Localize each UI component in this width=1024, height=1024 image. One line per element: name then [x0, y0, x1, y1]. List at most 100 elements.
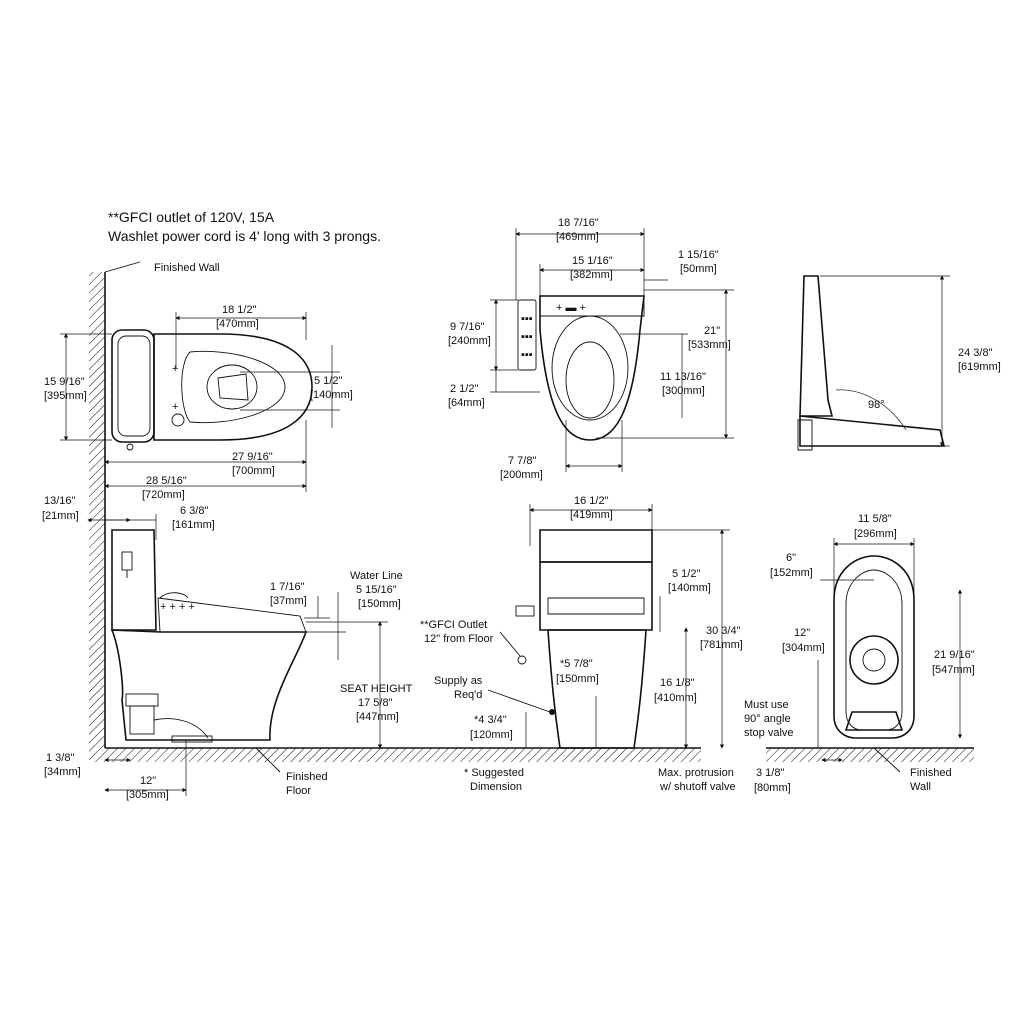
dim-17-5-8: 17 5/8" — [358, 697, 393, 709]
dim-angle-98: 98° — [868, 399, 885, 411]
dim-3-1-8: 3 1/8" — [756, 767, 784, 779]
dim-7-7-8-mm: [200mm] — [500, 469, 543, 481]
dim-11-5-8-mm: [296mm] — [854, 528, 897, 540]
svg-text:▪▪▪: ▪▪▪ — [521, 313, 533, 325]
seat-base — [799, 415, 946, 447]
dim-4-3-4: *4 3/4" — [474, 714, 507, 726]
note-power-cord: Washlet power cord is 4' long with 3 pro… — [108, 228, 381, 244]
dim-13-16: 13/16" — [44, 495, 76, 507]
dim-9-7-16: 9 7/16" — [450, 321, 485, 333]
svg-text:+ ▬ +: + ▬ + — [556, 302, 586, 314]
dim-27-9-16: 27 9/16" — [232, 451, 273, 463]
supply-point — [549, 709, 555, 715]
label-must-use-2: 90° angle — [744, 713, 791, 725]
dim-13-16-mm: [21mm] — [42, 510, 79, 522]
dim-30-3-4: 30 3/4" — [706, 625, 741, 637]
dim-16-1-8-mm: [410mm] — [654, 692, 697, 704]
dim-15-9-16-mm: [395mm] — [44, 390, 87, 402]
dim-5-15-16: 5 15/16" — [356, 584, 397, 596]
label-water-line: Water Line — [350, 570, 403, 582]
dim-12-side-mm: [305mm] — [126, 789, 169, 801]
dim-9-7-16-mm: [240mm] — [448, 335, 491, 347]
wall-hatch — [89, 272, 105, 748]
dim-24-3-8-mm: [619mm] — [958, 361, 1001, 373]
remote-side — [515, 605, 535, 617]
label-finished-wall: Finished Wall — [154, 262, 220, 274]
label-supply-1: Supply as — [434, 675, 483, 687]
dim-28-5-16-mm: [720mm] — [142, 489, 185, 501]
label-suggested-2: Dimension — [470, 781, 522, 793]
dim-3-1-8-mm: [80mm] — [754, 782, 791, 794]
dim-12-side: 12" — [140, 775, 156, 787]
lid-raised — [799, 275, 834, 417]
side-view: + + + + 13/16" [21mm] 6 3/8" [161mm] 1 7… — [42, 495, 701, 801]
label-finished-floor-1: Finished — [286, 771, 328, 783]
dim-17-5-8-mm: [447mm] — [356, 711, 399, 723]
rear-floor-hatch — [766, 748, 974, 762]
label-max-protrusion-2: w/ shutoff valve — [659, 781, 736, 793]
dim-5-1-2-front: 5 1/2" — [672, 568, 700, 580]
dim-6: 6" — [786, 552, 796, 564]
label-supply-2: Req'd — [454, 689, 482, 701]
dim-1-15-16: 1 15/16" — [678, 249, 719, 261]
svg-text:▪▪▪: ▪▪▪ — [521, 331, 533, 343]
dim-12-rear-mm: [304mm] — [782, 642, 825, 654]
dim-21-9-16: 21 9/16" — [934, 649, 975, 661]
dim-5-1-2-front-mm: [140mm] — [668, 582, 711, 594]
tank-front — [539, 529, 653, 563]
seat-front — [539, 561, 653, 631]
dim-6-3-8-mm: [161mm] — [172, 519, 215, 531]
label-seat-height: SEAT HEIGHT — [340, 683, 413, 695]
dim-1-3-8: 1 3/8" — [46, 752, 74, 764]
bowl-front — [547, 629, 647, 749]
gfci-outlet — [517, 655, 527, 665]
label-finished-wall-rear-1: Finished — [910, 767, 952, 779]
label-gfci-height: 12" from Floor — [424, 633, 494, 645]
tank-side — [111, 529, 157, 631]
dim-1-7-16: 1 7/16" — [270, 581, 305, 593]
svg-text:+: + — [172, 401, 178, 413]
dim-4-3-4-mm: [120mm] — [470, 729, 513, 741]
svg-text:▪▪▪: ▪▪▪ — [521, 349, 533, 361]
label-max-protrusion-1: Max. protrusion — [658, 767, 734, 779]
dim-2-1-2-mm: [64mm] — [448, 397, 485, 409]
dim-16-1-8: 16 1/8" — [660, 677, 695, 689]
svg-text:+: + — [172, 363, 178, 375]
dim-6-mm: [152mm] — [770, 567, 813, 579]
rear-mount — [844, 711, 904, 731]
dim-15-9-16: 15 9/16" — [44, 376, 85, 388]
dim-30-3-4-mm: [781mm] — [700, 639, 743, 651]
dim-21-mm: [533mm] — [688, 339, 731, 351]
dim-1-3-8-mm: [34mm] — [44, 766, 81, 778]
dim-18-7-16: 18 7/16" — [558, 217, 599, 229]
svg-text:+ + + +: + + + + — [160, 601, 195, 613]
top-view: Finished Wall + + 18 1/2" [470mm] 15 9/1… — [44, 261, 353, 748]
remote-control — [517, 299, 537, 371]
seat-outline — [539, 295, 645, 441]
bowl-top — [153, 333, 313, 441]
outlet-flange — [849, 635, 899, 685]
dim-24-3-8: 24 3/8" — [958, 347, 993, 359]
dim-18-1-2: 18 1/2" — [222, 304, 257, 316]
bowl-rear — [833, 555, 915, 739]
label-must-use-1: Must use — [744, 699, 789, 711]
dim-21-9-16-mm: [547mm] — [932, 664, 975, 676]
dim-21: 21" — [704, 325, 720, 337]
dim-16-1-2: 16 1/2" — [574, 495, 609, 507]
dim-7-7-8: 7 7/8" — [508, 455, 536, 467]
dim-11-13-16: 11 13/16" — [660, 371, 706, 383]
label-must-use-3: stop valve — [744, 727, 794, 739]
label-finished-floor-2: Floor — [286, 785, 311, 797]
dim-28-5-16: 28 5/16" — [146, 475, 187, 487]
front-view: 16 1/2" [419mm] 5 1/2" [140mm] 30 3/4" [… — [420, 495, 743, 793]
seat-side-view: 24 3/8" [619mm] 98° — [797, 275, 1001, 451]
dim-16-1-2-mm: [419mm] — [570, 509, 613, 521]
label-gfci-outlet: **GFCI Outlet — [420, 619, 487, 631]
dim-1-7-16-mm: [37mm] — [270, 595, 307, 607]
dim-27-9-16-mm: [700mm] — [232, 465, 275, 477]
floor-hatch — [89, 748, 701, 762]
dim-18-1-2-mm: [470mm] — [216, 318, 259, 330]
dim-15-1-16-mm: [382mm] — [570, 269, 613, 281]
label-suggested-1: * Suggested — [464, 767, 524, 779]
